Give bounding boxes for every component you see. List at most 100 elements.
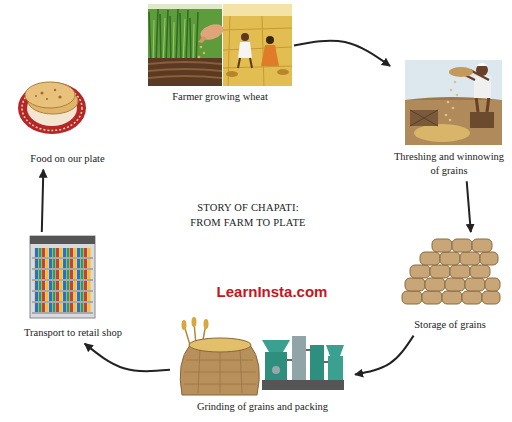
- wheat-field-illustration-part-part: [170, 16, 171, 64]
- flour-mill-illustration-part: [204, 319, 209, 329]
- grain-sacks-illustration-part: [482, 291, 500, 304]
- threshing-illustration-part: [410, 110, 438, 126]
- grain-sacks-illustration-part: [410, 265, 430, 278]
- wheat-field-illustration-part-part: [153, 20, 154, 64]
- wheat-field-illustration-part: [198, 21, 225, 42]
- harvest-illustration-part: [266, 36, 274, 44]
- watermark: LearnInsta.com: [196, 283, 348, 300]
- wheat-field-illustration-part: [148, 62, 222, 78]
- stage-caption: Food on our plate: [30, 152, 104, 166]
- wheat-field-illustration-part-part: [190, 18, 191, 64]
- stage-box: Threshing and winnowing of grains: [390, 56, 508, 181]
- wheat-field-illustration-part: [149, 9, 198, 64]
- retail-shelf-illustration-part: [34, 292, 91, 301]
- chapati-plate-illustration-part-part: [54, 89, 56, 91]
- flour-mill-illustration-part: [262, 340, 290, 352]
- flour-mill-illustration-part: [292, 336, 306, 380]
- harvest-illustration-part: [261, 45, 279, 66]
- flour-mill-illustration: [180, 317, 344, 395]
- flour-mill-illustration-part-part: [240, 348, 242, 393]
- harvest-illustration-part-part: [223, 47, 292, 50]
- wheat-field-illustration-part-part: [183, 19, 185, 64]
- stage-box: Farmer growing wheat: [146, 4, 294, 108]
- flour-mill-illustration-part-part: [186, 360, 253, 361]
- grain-sacks-illustration-part: [470, 265, 490, 278]
- wheat-field-illustration-part-part: [148, 76, 222, 78]
- retail-shelf-illustration-part: [30, 236, 95, 244]
- grain-sacks-illustration-part: [452, 239, 472, 252]
- diagram-title: STORY OF CHAPATI: FROM FARM TO PLATE: [186, 200, 310, 230]
- chapati-plate-illustration-part: [18, 82, 86, 134]
- threshing-illustration-part: [476, 96, 489, 112]
- stage-box: Transport to retail shop: [8, 232, 138, 344]
- stage-box: Storage of grains: [398, 232, 502, 336]
- wheat-field-illustration-part: [198, 36, 207, 43]
- flow-arrow: [467, 181, 471, 232]
- wheat-field-illustration-part: [198, 56, 201, 59]
- wheat-field-illustration-part-part: [176, 9, 178, 64]
- grain-sacks-illustration-part: [432, 239, 452, 252]
- wheat-field-illustration-part-part: [186, 10, 188, 64]
- wheat-field-illustration-part-part: [160, 14, 161, 64]
- threshing-illustration-part: [470, 112, 494, 128]
- flour-mill-illustration-part: [184, 348, 256, 393]
- retail-shelf-illustration: [30, 236, 95, 318]
- retail-shelf-illustration-part-part: [32, 268, 93, 270]
- stage-caption: Storage of grains: [414, 318, 486, 332]
- flour-mill-illustration-part: [262, 380, 344, 390]
- flour-mill-illustration-part: [192, 317, 197, 327]
- wheat-field-illustration-part-part: [166, 10, 168, 64]
- threshing-illustration-part: [449, 67, 473, 77]
- retail-shelf-illustration-part: [34, 303, 91, 312]
- wheat-field-illustration-part-part: [163, 18, 165, 64]
- flow-arrow: [355, 336, 414, 375]
- wheat-field-illustration-part-part: [180, 13, 181, 64]
- grain-sacks-illustration-part: [440, 252, 460, 265]
- grain-sacks-illustration-part: [422, 291, 442, 304]
- flour-mill-illustration-part: [182, 320, 187, 330]
- flour-mill-illustration-part: [287, 350, 328, 362]
- harvest-illustration-part: [223, 4, 292, 16]
- harvest-illustration-part: [277, 69, 289, 75]
- grain-sacks-illustration-part: [445, 278, 465, 291]
- grain-sacks-illustration-part: [425, 278, 445, 291]
- stage-caption: Transport to retail shop: [24, 326, 122, 340]
- retail-shelf-illustration-part: [34, 259, 91, 268]
- wheat-field-illustration-part: [203, 52, 206, 55]
- chapati-plate-illustration-part-part: [41, 92, 44, 95]
- stage-box: Food on our plate: [15, 72, 120, 170]
- threshing-illustration-part-part: [452, 107, 455, 110]
- wheat-field-illustration-part: [148, 4, 222, 86]
- stage-caption: Farmer growing wheat: [172, 90, 268, 104]
- threshing-illustration-part: [414, 124, 470, 142]
- harvest-illustration-part: [238, 58, 252, 68]
- chapati-plate-illustration-part: [25, 82, 75, 108]
- retail-shelf-illustration-part-part: [32, 312, 93, 314]
- wheat-field-illustration: [148, 4, 226, 86]
- threshing-illustration-part-part: [449, 119, 452, 122]
- grain-sacks-illustration-part: [430, 265, 450, 278]
- grain-sacks-illustration-part: [402, 291, 422, 304]
- threshing-illustration-part: [476, 63, 488, 66]
- chapati-plate-illustration-part-part: [35, 95, 37, 97]
- stage-box: Grinding of grains and packing: [170, 322, 355, 418]
- wheat-field-illustration-part-part: [148, 69, 222, 71]
- flour-mill-illustration-part: [272, 366, 280, 374]
- chapati-plate-illustration-part-part: [58, 95, 61, 98]
- grain-sacks-illustration-part: [420, 252, 440, 265]
- grain-sacks-illustration-part: [405, 278, 425, 291]
- retail-shelf-illustration-part-part: [32, 290, 93, 292]
- threshing-illustration: [405, 60, 502, 145]
- watermark-box: LearnInsta.com: [196, 283, 348, 300]
- chapati-plate-illustration: [18, 82, 86, 134]
- harvest-illustration-part-part: [223, 66, 292, 68]
- stage-caption: Threshing and winnowing of grains: [390, 150, 508, 177]
- flour-mill-illustration-part: [265, 352, 287, 380]
- wheat-field-illustration-part: [153, 18, 194, 64]
- threshing-illustration-part: [410, 110, 438, 126]
- flour-mill-illustration-part: [310, 345, 324, 380]
- wheat-field-illustration-part-part: [148, 62, 222, 64]
- chapati-plate-illustration-part: [35, 89, 62, 100]
- flow-arrow: [42, 170, 44, 232]
